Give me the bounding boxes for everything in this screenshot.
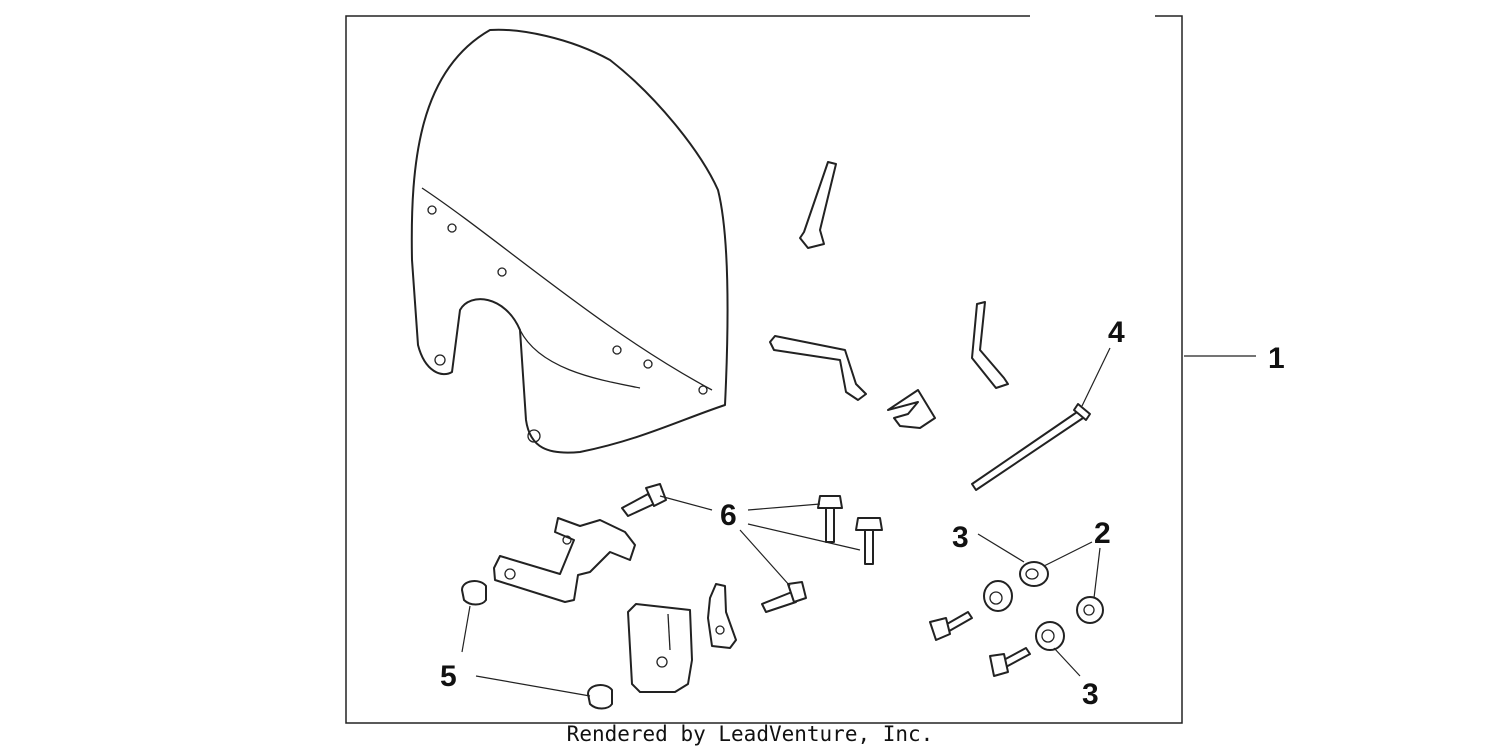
callout-5: 5 — [440, 660, 457, 693]
callout-3-lower: 3 — [1082, 678, 1099, 711]
mounting-rod-upper[interactable] — [799, 161, 837, 249]
screw-lower[interactable] — [989, 647, 1031, 677]
leader-3b — [1053, 647, 1081, 677]
bracket-left[interactable] — [493, 517, 636, 603]
leader-2b — [1093, 547, 1101, 599]
callout-6: 6 — [720, 499, 737, 532]
leader-5a — [461, 605, 471, 653]
grommet-b[interactable] — [1019, 561, 1049, 587]
leader-6c — [747, 523, 861, 551]
grommet-a[interactable] — [983, 580, 1013, 612]
mounting-rod-middle[interactable] — [769, 335, 867, 401]
spring-clip[interactable] — [887, 389, 936, 429]
leader-6d — [739, 529, 791, 587]
grommet-c[interactable] — [1035, 621, 1065, 651]
render-credit: Rendered by LeadVenture, Inc. — [566, 722, 934, 746]
cap-nut-lower[interactable] — [587, 684, 613, 710]
washer[interactable] — [1076, 596, 1104, 624]
frame-gap — [1030, 12, 1155, 20]
cap-nut-upper[interactable] — [461, 580, 487, 606]
callout-4: 4 — [1108, 316, 1125, 349]
bolt-d[interactable] — [761, 581, 807, 613]
bracket-small[interactable] — [707, 583, 737, 649]
bolt-c[interactable] — [855, 517, 883, 565]
leader-3a — [977, 533, 1025, 563]
leader-5b — [475, 675, 591, 697]
bracket-clamp[interactable] — [627, 603, 693, 693]
leader-6b — [747, 503, 821, 511]
leader-2a — [1043, 541, 1093, 567]
windscreen[interactable] — [410, 28, 729, 454]
long-bolt[interactable] — [971, 403, 1091, 491]
leader-4 — [1081, 347, 1111, 407]
callout-3-upper: 3 — [952, 521, 969, 554]
callout-1: 1 — [1268, 342, 1285, 375]
bolt-b[interactable] — [817, 495, 843, 543]
bolt-a[interactable] — [621, 483, 667, 517]
callout-2: 2 — [1094, 517, 1111, 550]
leader-6a — [659, 495, 713, 511]
screw-upper[interactable] — [929, 611, 973, 641]
mounting-rod-right[interactable] — [971, 301, 1009, 389]
diagram-frame — [345, 15, 1183, 724]
